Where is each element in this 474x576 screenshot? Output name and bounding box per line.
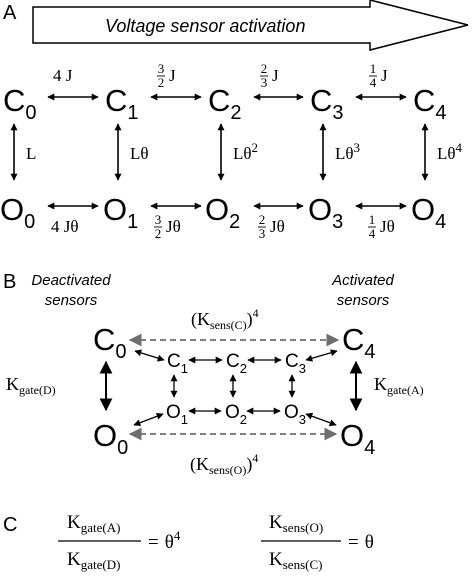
closed-states-row: C0 C1 C2 C3 C4 [3, 83, 447, 124]
sensor-equilibrium-arrows [128, 333, 340, 441]
equation-gate-ratio: Kgate(A) Kgate(D) =θ4 [58, 512, 181, 572]
rate-c0-c1: 4 J [53, 66, 73, 85]
svg-text:J: J [381, 66, 388, 85]
rate-o1-o2: 3 2 Jθ [154, 212, 181, 241]
panel-label-a: A [3, 2, 17, 24]
open-states-row: O0 O1 O2 O3 O4 [0, 192, 446, 233]
state-b-o0: O0 [93, 418, 128, 459]
svg-text:Jθ: Jθ [270, 217, 285, 236]
rate-c2-o2: Lθ2 [233, 140, 258, 163]
k-gate-a-label: Kgate(A) [374, 374, 424, 397]
svg-text:Jθ: Jθ [380, 217, 395, 236]
activated-sensors-label: Activated sensors [331, 272, 394, 309]
rate-c0-o0: L [26, 144, 36, 163]
arrow-c3-c4-inner [305, 349, 338, 362]
rate-o2-o3: 2 3 Jθ [258, 212, 285, 241]
state-b-c3: C3 [285, 351, 306, 376]
state-o1: O1 [103, 192, 138, 233]
svg-text:2: 2 [158, 75, 165, 90]
svg-text:3: 3 [158, 61, 165, 76]
state-c0: C0 [3, 83, 37, 124]
state-b-o3: O3 [284, 402, 306, 427]
inner-closed-states: C1 C2 C3 [167, 351, 306, 376]
state-b-c1: C1 [167, 351, 188, 376]
arrow-o3-o4-inner [305, 412, 337, 427]
vertical-arrows [10, 123, 429, 181]
open-rate-labels: 4 Jθ 3 2 Jθ 2 3 Jθ 1 4 Jθ [51, 212, 395, 241]
state-b-o1: O1 [166, 402, 188, 427]
rate-c3-c4: 1 4 J [369, 61, 388, 90]
rate-o0-o1: 4 Jθ [51, 217, 79, 236]
eq2-denominator: Ksens(C) [269, 549, 322, 572]
state-c1: C1 [105, 83, 139, 124]
eq1-numerator: Kgate(A) [67, 512, 120, 535]
state-o0: O0 [0, 192, 35, 233]
state-c4: C4 [413, 83, 447, 124]
rate-o3-o4: 1 4 Jθ [368, 212, 395, 241]
svg-text:3: 3 [261, 75, 268, 90]
eq2-rhs: =θ [348, 532, 374, 553]
eq1-rhs: =θ4 [148, 528, 181, 553]
panel-label-b: B [3, 271, 16, 293]
state-o4: O4 [411, 192, 446, 233]
k-gate-d-label: Kgate(D) [6, 374, 56, 397]
svg-text:J: J [169, 66, 176, 85]
svg-text:3: 3 [155, 212, 162, 227]
svg-text:2: 2 [155, 226, 162, 241]
closed-rate-labels: 4 J 3 2 J 2 3 J 1 4 J [53, 61, 388, 90]
state-b-o4: O4 [340, 418, 375, 459]
state-b-c2: C2 [226, 351, 247, 376]
panel-label-c: C [3, 514, 17, 536]
state-b-o2: O2 [225, 402, 247, 427]
eq2-numerator: Ksens(O) [269, 512, 323, 535]
svg-text:sensors: sensors [45, 292, 98, 309]
rate-c1-c2: 3 2 J [157, 61, 176, 90]
svg-text:2: 2 [261, 61, 268, 76]
inner-open-states: O1 O2 O3 [166, 402, 306, 427]
svg-text:2: 2 [259, 212, 266, 227]
svg-text:4: 4 [369, 226, 376, 241]
arrow-o0-o1-inner [133, 412, 164, 427]
k-sens-o-label: (Ksens(O))4 [190, 451, 258, 477]
state-c3: C3 [310, 83, 344, 124]
rate-c3-o3: Lθ3 [335, 140, 360, 163]
rate-c1-o1: Lθ [130, 144, 149, 163]
state-c2: C2 [208, 83, 242, 124]
svg-text:3: 3 [259, 226, 266, 241]
state-b-c0: C0 [93, 322, 127, 363]
rate-c4-o4: Lθ4 [437, 140, 463, 163]
svg-text:Activated: Activated [331, 272, 394, 289]
eq1-denominator: Kgate(D) [67, 549, 120, 572]
arrow-c0-c1-inner [134, 349, 165, 362]
svg-text:Deactivated: Deactivated [31, 272, 111, 289]
activation-arrow-label: Voltage sensor activation [105, 16, 305, 36]
svg-text:1: 1 [369, 212, 376, 227]
svg-text:1: 1 [370, 61, 377, 76]
state-o2: O2 [205, 192, 240, 233]
svg-text:Jθ: Jθ [166, 217, 181, 236]
state-b-c4: C4 [342, 322, 376, 363]
voltage-sensor-activation-arrow: Voltage sensor activation [32, 0, 469, 51]
gate-arrows [99, 360, 363, 412]
svg-text:J: J [272, 66, 279, 85]
svg-text:sensors: sensors [337, 292, 390, 309]
equation-sens-ratio: Ksens(O) Ksens(C) =θ [261, 512, 374, 572]
deactivated-sensors-label: Deactivated sensors [31, 272, 111, 309]
state-o3: O3 [308, 192, 343, 233]
k-sens-c-label: (Ksens(C))4 [191, 306, 259, 332]
rate-c2-c3: 2 3 J [260, 61, 279, 90]
vertical-rate-labels: L Lθ Lθ2 Lθ3 Lθ4 [26, 140, 463, 163]
svg-text:4: 4 [370, 75, 377, 90]
inner-scheme-arrows [133, 349, 338, 427]
